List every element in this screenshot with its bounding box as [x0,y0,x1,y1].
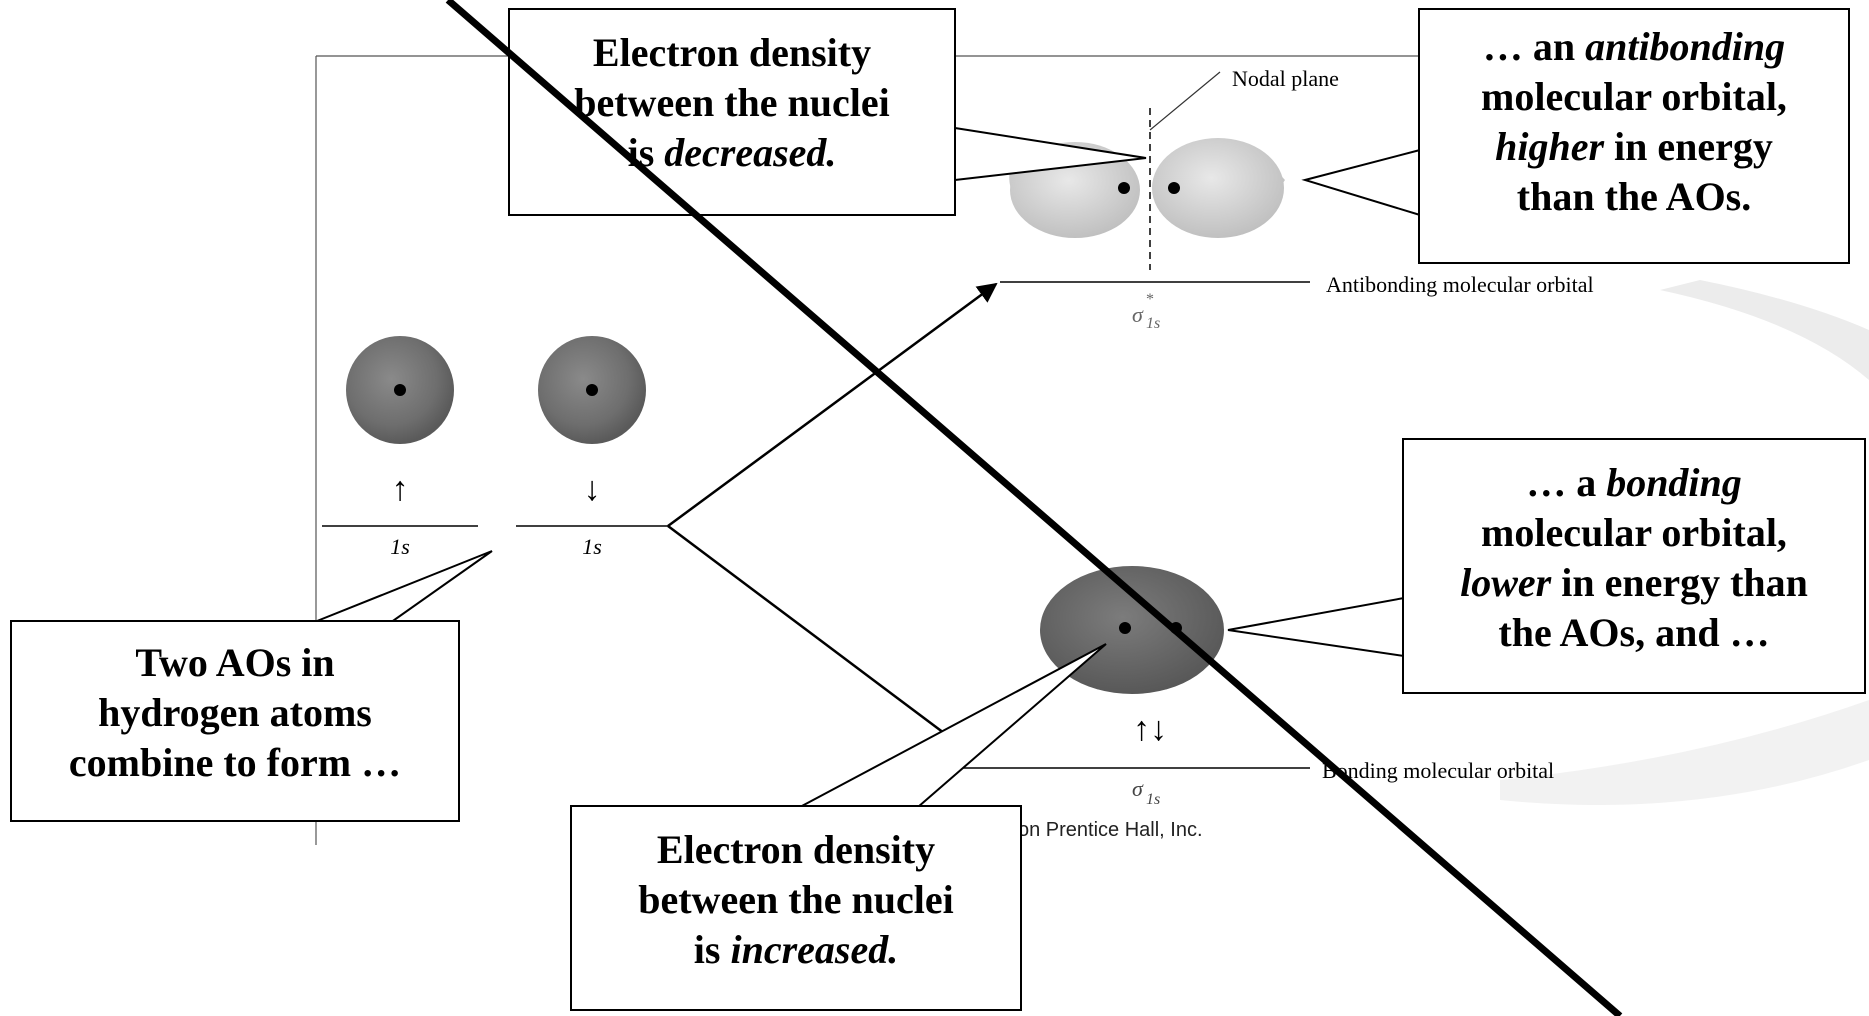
callout-line: … an antibonding [1482,24,1786,69]
nucleus [1119,622,1131,634]
callout-line: … a bonding [1526,460,1742,505]
bonding-electron-pair: ↑↓ [1133,711,1167,748]
sigma-star-symbol: σ [1132,302,1144,327]
callout-line: hydrogen atoms [98,690,372,735]
ao-label-left: 1s [390,534,410,559]
ao-label-right: 1s [582,534,602,559]
callout-line: between the nuclei [638,877,954,922]
callout-line: higher in energy [1495,124,1773,169]
sigma-symbol: σ [1132,776,1144,801]
callout-line: Electron density [592,30,872,75]
nucleus [1168,182,1180,194]
correlation-line-down [667,525,961,746]
sigma-subscript: 1s [1146,791,1160,808]
copyright-text: on Prentice Hall, Inc. [1018,819,1203,841]
sigma-star-superscript: * [1146,291,1154,308]
correlation-line-up [667,282,998,528]
callout-line: combine to form … [68,740,402,785]
callout-line: molecular orbital, [1481,74,1787,119]
nucleus [586,384,598,396]
callout-line: is decreased. [627,130,837,175]
spin-up-arrow: ↑ [392,471,409,508]
callout-line: is increased. [693,927,899,972]
callout-line: than the AOs. [1516,174,1752,219]
callout-line: lower in energy than [1460,560,1808,605]
spin-down-arrow: ↓ [584,471,601,508]
callout-bonding-orbital: … a bonding molecular orbital, lower in … [1402,438,1866,694]
callout-electron-density-increased: Electron density between the nuclei is i… [570,805,1022,1011]
sigma-star-subscript: 1s [1146,315,1160,332]
callout-line: the AOs, and … [1498,610,1770,655]
antibonding-lobe-right-body [1152,138,1284,238]
callout-line: between the nuclei [574,80,890,125]
background-swoosh [1660,280,1869,380]
nucleus [1118,182,1130,194]
nodal-plane-label: Nodal plane [1232,66,1339,91]
nucleus [394,384,406,396]
callout-two-aos: Two AOs in hydrogen atoms combine to for… [10,620,460,822]
callout-line: Two AOs in [135,640,335,685]
background-swoosh [1500,700,1869,805]
antibonding-label: Antibonding molecular orbital [1326,272,1594,297]
callout-line: molecular orbital, [1481,510,1787,555]
bonding-label: Bonding molecular orbital [1322,758,1554,783]
callout-antibonding-orbital: … an antibonding molecular orbital, high… [1418,8,1850,264]
callout-electron-density-decreased: Electron density between the nuclei is d… [508,8,956,216]
nodal-plane-leader [1149,71,1221,131]
callout-line: Electron density [656,827,936,872]
